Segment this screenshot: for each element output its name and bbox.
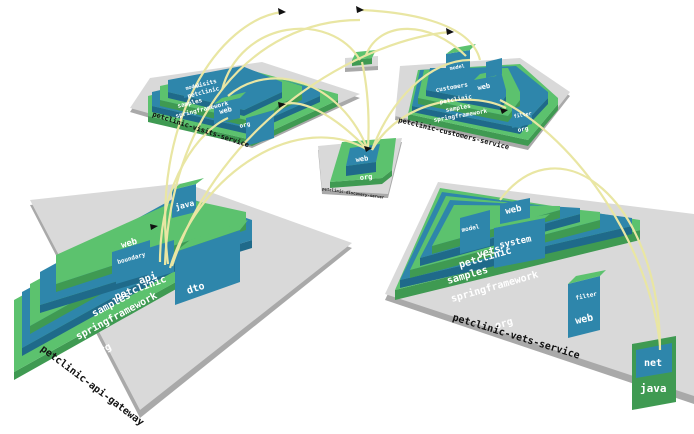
- customers-block-model[interactable]: [446, 44, 476, 80]
- arc-visits-to-config: [220, 27, 361, 91]
- visits-block-model[interactable]: [184, 74, 210, 98]
- vets-label-org: org: [494, 316, 514, 332]
- arc-customers-to-net: [499, 99, 662, 346]
- arrowhead-customers: [446, 28, 454, 35]
- gateway-block-java[interactable]: [172, 178, 204, 218]
- vets-label-web: web: [505, 204, 524, 217]
- dependency-arcs: [158, 8, 662, 351]
- customers-label-web: web: [477, 82, 491, 92]
- visits-layer-petclinic[interactable]: [168, 66, 282, 116]
- vets-label-filter: filter: [575, 291, 598, 302]
- vets-label-java: java: [640, 382, 667, 395]
- arc-customers-top: [361, 8, 482, 61]
- arc-gateway-to-customers: [170, 30, 451, 267]
- arrowhead-gateway: [150, 224, 158, 230]
- arrowhead-customers-side: [500, 108, 508, 114]
- vets-block-system[interactable]: [494, 214, 550, 268]
- visits-block-web[interactable]: [214, 92, 246, 124]
- vets-label-web2: web: [574, 312, 594, 327]
- visits-label-web: web: [219, 105, 233, 116]
- arc-visits-to-discovery: [227, 77, 370, 151]
- visits-label-org: org: [239, 120, 252, 130]
- customers-label-samples: samples: [445, 103, 471, 114]
- arc-discovery-to-visits: [283, 102, 369, 151]
- discovery-label-web: web: [355, 154, 369, 164]
- arrowhead-top-left: [278, 8, 286, 15]
- customers-label-org: org: [517, 125, 529, 134]
- arc-customers-to-config: [364, 27, 467, 57]
- arrowhead-top-center: [356, 6, 364, 13]
- arc-gateway-to-visits: [158, 116, 229, 263]
- customers-block-top[interactable]: [486, 58, 502, 78]
- visits-label-model: model: [185, 82, 201, 91]
- vets-block-web[interactable]: [500, 198, 530, 224]
- arrowheads: [150, 6, 508, 230]
- arc-vets-to-net: [499, 167, 662, 351]
- gateway-label-java: java: [174, 198, 195, 212]
- customers-label-model: model: [449, 63, 465, 72]
- arc-customers-to-discovery: [370, 58, 471, 151]
- arrowhead-visits: [278, 102, 286, 108]
- arc-discovery-to-customers: [371, 98, 507, 151]
- vets-block-net-java[interactable]: [632, 336, 676, 410]
- gateway-label-dto: dto: [186, 281, 207, 297]
- vets-block-model[interactable]: [460, 210, 490, 254]
- arc-gateway-top: [164, 10, 283, 265]
- gateway-block-dto[interactable]: [175, 220, 248, 305]
- arc-discovery-to-config: [360, 61, 370, 149]
- vets-block-web2[interactable]: [568, 270, 606, 338]
- gateway-label-api: api: [137, 270, 158, 287]
- arrowhead-discovery: [364, 146, 372, 152]
- customers-label-filter: filter: [513, 111, 532, 120]
- gateway-block-boundary[interactable]: [116, 252, 150, 284]
- discovery-label-org: org: [359, 173, 372, 182]
- vets-label-model: model: [461, 223, 481, 234]
- vets-label-net: net: [644, 358, 662, 369]
- gateway-label-web: web: [120, 237, 139, 251]
